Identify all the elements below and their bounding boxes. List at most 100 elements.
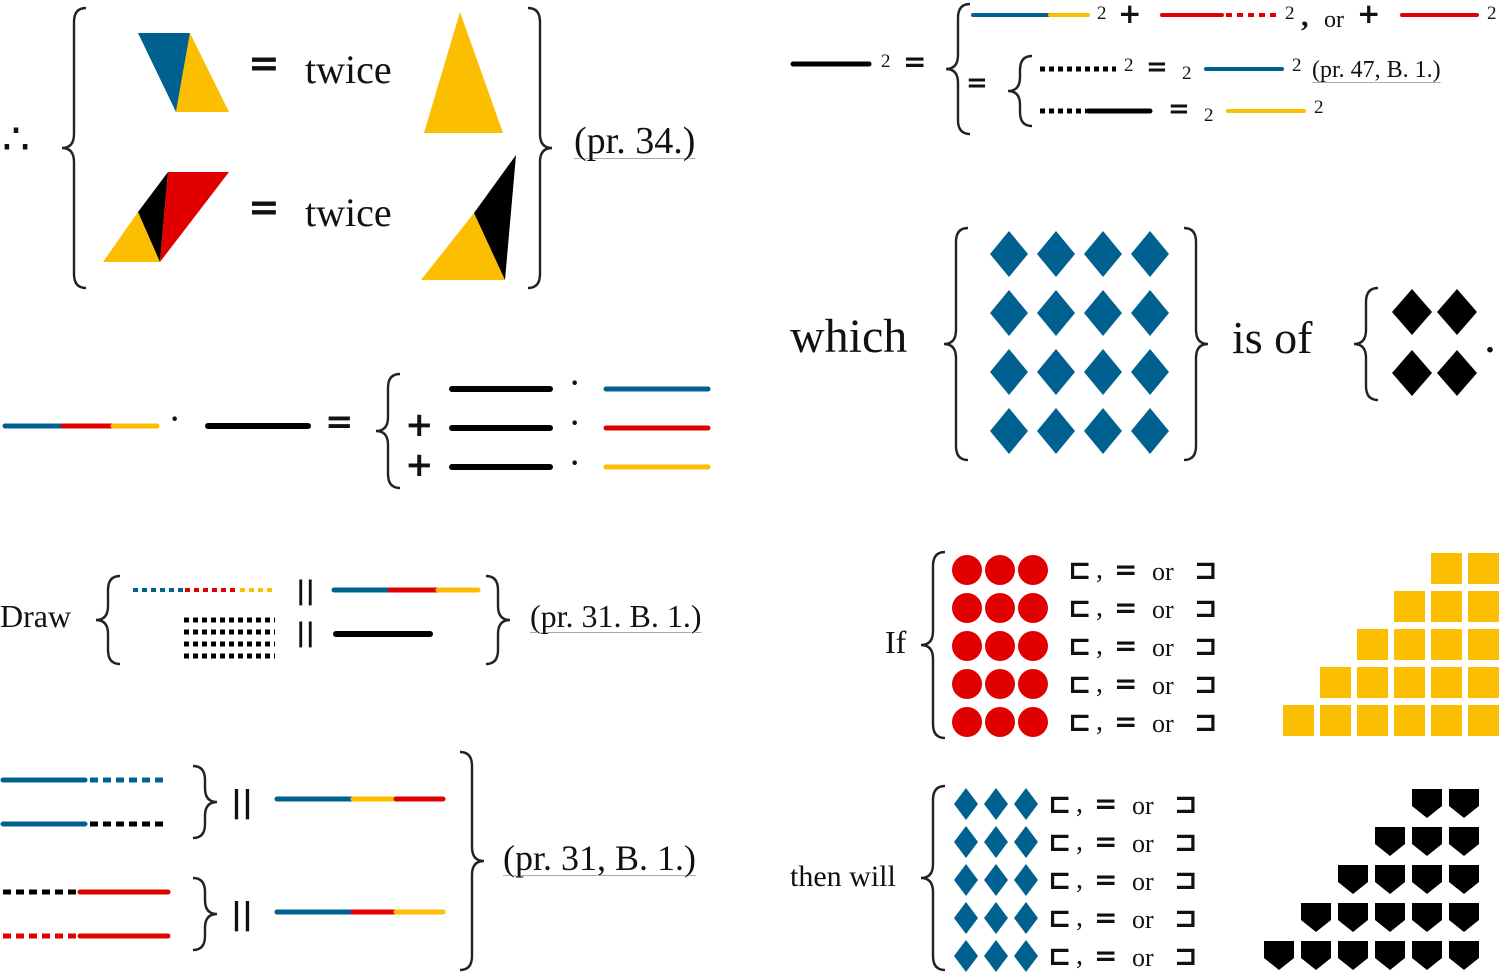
brace-triangles-left <box>61 6 87 290</box>
square-plus-2: + <box>1357 0 1381 30</box>
red-circle <box>952 555 982 585</box>
parallels-symbol-2: || <box>231 897 253 932</box>
small-blue-diamond <box>1014 788 1038 820</box>
twice-label-2: twice <box>305 190 392 235</box>
less-symbol: ⊐ <box>1174 863 1198 896</box>
row-comma: , <box>1096 706 1103 737</box>
red-circle <box>1018 631 1048 661</box>
brace-product <box>375 372 401 490</box>
less-symbol: ⊐ <box>1174 939 1198 972</box>
black-shield <box>1412 903 1442 932</box>
yellow-square <box>1431 591 1462 622</box>
black-shield <box>1412 941 1442 970</box>
parallels-symbol-1: || <box>231 785 253 820</box>
draw-parallel-2: || <box>296 618 315 648</box>
row-or: or <box>1152 633 1174 662</box>
row-comma: , <box>1076 864 1083 895</box>
blue-diamond <box>1037 231 1075 277</box>
blue-diamond <box>990 408 1028 454</box>
row-comma: , <box>1096 668 1103 699</box>
square-superscript-5: 2 <box>1124 55 1134 76</box>
compound-triangle-black <box>474 155 516 280</box>
yellow-square <box>1468 591 1499 622</box>
brace-square-inner <box>1007 54 1033 128</box>
blue-diamond <box>1037 349 1075 395</box>
red-circle <box>985 707 1015 737</box>
product-dot-row2: · <box>570 408 580 439</box>
red-circle <box>952 631 982 661</box>
parallelogram-yellow-part <box>103 212 160 262</box>
blue-diamond <box>1131 408 1169 454</box>
then-will-label: then will <box>790 860 896 893</box>
red-circle <box>1018 707 1048 737</box>
product-dot-row3: · <box>570 448 580 479</box>
red-circle <box>1018 669 1048 699</box>
yellow-square <box>1357 705 1388 736</box>
small-blue-diamond <box>984 940 1008 972</box>
red-circle <box>985 669 1015 699</box>
is-of-label: is of <box>1232 312 1313 363</box>
yellow-square <box>1468 553 1499 584</box>
blue-diamond <box>990 349 1028 395</box>
red-circle <box>952 707 982 737</box>
greater-symbol: ⊏ <box>1048 939 1072 972</box>
compound-triangle-yellow <box>421 213 505 280</box>
brace-diamonds-right <box>1183 226 1209 462</box>
black-shield <box>1375 865 1405 894</box>
equals-sign-2: = <box>248 185 280 229</box>
red-circle <box>985 555 1015 585</box>
less-symbol: ⊐ <box>1194 705 1218 738</box>
small-blue-diamond <box>954 902 978 934</box>
reference-pr-31-parallels: (pr. 31, B. 1.) <box>503 838 696 878</box>
diamonds-period: . <box>1484 310 1496 363</box>
black-shield <box>1449 941 1479 970</box>
less-symbol: ⊐ <box>1194 667 1218 700</box>
less-symbol: ⊐ <box>1174 825 1198 858</box>
blue-diamond <box>1084 408 1122 454</box>
yellow-square <box>1468 629 1499 660</box>
red-circle <box>1018 593 1048 623</box>
blue-diamond <box>990 231 1028 277</box>
black-shield <box>1412 827 1442 856</box>
greater-symbol: ⊏ <box>1048 825 1072 858</box>
row-equals: = <box>1094 939 1118 972</box>
row-equals: = <box>1094 787 1118 820</box>
black-shield <box>1375 941 1405 970</box>
yellow-square <box>1431 629 1462 660</box>
row-equals: = <box>1114 591 1138 624</box>
blue-diamond <box>1037 290 1075 336</box>
reference-pr-31-draw: (pr. 31. B. 1.) <box>530 598 702 634</box>
small-blue-diamond <box>1014 902 1038 934</box>
yellow-triangle-large <box>424 12 503 133</box>
square-superscript-1: 2 <box>881 51 891 72</box>
row-or: or <box>1152 671 1174 700</box>
brace-draw-right <box>485 574 511 666</box>
square-coefficient-1: 2 <box>1182 63 1192 84</box>
small-blue-diamond <box>984 826 1008 858</box>
greater-symbol: ⊏ <box>1048 863 1072 896</box>
less-symbol: ⊐ <box>1194 629 1218 662</box>
yellow-square <box>1394 705 1425 736</box>
square-superscript-6: 2 <box>1292 55 1302 76</box>
yellow-square <box>1468 667 1499 698</box>
small-blue-diamond <box>954 864 978 896</box>
row-or: or <box>1132 905 1154 934</box>
row-or: or <box>1152 595 1174 624</box>
black-diamond <box>1437 289 1477 335</box>
black-shield <box>1301 903 1331 932</box>
small-blue-diamond <box>954 788 978 820</box>
brace-diamonds-left <box>943 226 969 462</box>
small-blue-diamond <box>984 902 1008 934</box>
yellow-square <box>1394 629 1425 660</box>
blue-triangle <box>138 33 190 112</box>
square-equals-left: = <box>966 68 988 98</box>
row-or: or <box>1132 867 1154 896</box>
blue-diamond <box>1131 290 1169 336</box>
yellow-square <box>1357 667 1388 698</box>
if-label: If <box>885 624 907 660</box>
less-symbol: ⊐ <box>1194 591 1218 624</box>
square-equals-row2: = <box>1168 94 1190 124</box>
row-comma: , <box>1096 630 1103 661</box>
small-blue-diamond <box>954 826 978 858</box>
draw-label: Draw <box>0 598 72 634</box>
